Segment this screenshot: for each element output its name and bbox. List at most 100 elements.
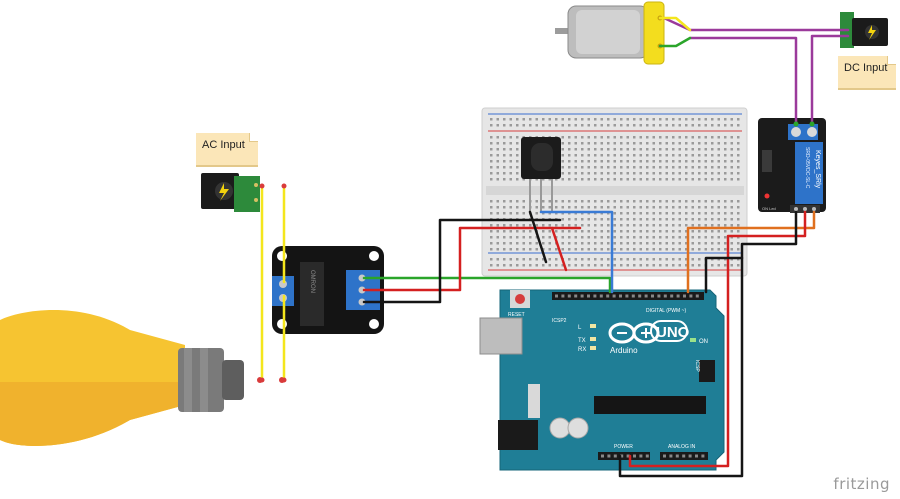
breadboard-hole bbox=[698, 154, 701, 157]
breadboard-hole bbox=[672, 218, 675, 221]
breadboard-hole bbox=[607, 236, 610, 239]
breadboard-hole bbox=[542, 248, 545, 251]
breadboard-hole bbox=[568, 160, 571, 163]
breadboard-hole bbox=[652, 166, 655, 169]
breadboard-hole bbox=[717, 242, 720, 245]
breadboard-hole bbox=[568, 136, 571, 139]
header-pin bbox=[633, 454, 636, 458]
breadboard-hole bbox=[548, 118, 551, 121]
breadboard-hole bbox=[548, 230, 551, 233]
breadboard-hole bbox=[496, 136, 499, 139]
breadboard-hole bbox=[730, 166, 733, 169]
breadboard-hole bbox=[665, 248, 668, 251]
breadboard-hole bbox=[613, 248, 616, 251]
breadboard-hole bbox=[561, 172, 564, 175]
breadboard-hole bbox=[659, 160, 662, 163]
breadboard-hole bbox=[678, 160, 681, 163]
ac-input-label: AC Input bbox=[202, 139, 245, 151]
breadboard-hole bbox=[568, 206, 571, 209]
breadboard-hole bbox=[730, 218, 733, 221]
header-pin bbox=[613, 454, 617, 458]
breadboard-hole bbox=[724, 264, 727, 267]
breadboard-hole bbox=[724, 242, 727, 245]
breadboard-hole bbox=[587, 166, 590, 169]
breadboard-hole bbox=[646, 264, 649, 267]
breadboard-hole bbox=[626, 166, 629, 169]
breadboard-hole bbox=[490, 206, 493, 209]
breadboard-hole bbox=[607, 206, 610, 209]
breadboard-hole bbox=[639, 172, 642, 175]
breadboard-hole bbox=[698, 166, 701, 169]
breadboard-hole bbox=[711, 124, 714, 127]
breadboard-hole bbox=[568, 264, 571, 267]
breadboard-hole bbox=[607, 124, 610, 127]
breadboard-hole bbox=[490, 160, 493, 163]
header-pin bbox=[682, 454, 686, 458]
breadboard-hole bbox=[613, 178, 616, 181]
ac-input-note: AC Input bbox=[196, 133, 258, 167]
breadboard-hole bbox=[672, 136, 675, 139]
wire-purple-3 bbox=[810, 34, 850, 126]
breadboard-hole bbox=[724, 206, 727, 209]
breadboard-hole bbox=[607, 136, 610, 139]
header-pin bbox=[606, 294, 610, 298]
breadboard-hole bbox=[542, 230, 545, 233]
breadboard-hole bbox=[568, 172, 571, 175]
breadboard-hole bbox=[659, 236, 662, 239]
header-pin bbox=[638, 294, 642, 298]
breadboard-hole bbox=[594, 142, 597, 145]
breadboard-hole bbox=[516, 148, 519, 151]
breadboard-hole bbox=[717, 154, 720, 157]
breadboard-hole bbox=[717, 142, 720, 145]
breadboard-hole bbox=[646, 172, 649, 175]
breadboard-hole bbox=[555, 230, 558, 233]
breadboard-hole bbox=[542, 118, 545, 121]
breadboard-hole bbox=[730, 230, 733, 233]
breadboard-hole bbox=[561, 166, 564, 169]
breadboard-hole bbox=[516, 206, 519, 209]
breadboard-hole bbox=[620, 212, 623, 215]
breadboard-hole bbox=[691, 242, 694, 245]
breadboard-hole bbox=[633, 218, 636, 221]
breadboard-hole bbox=[613, 142, 616, 145]
breadboard-hole bbox=[568, 178, 571, 181]
breadboard-hole bbox=[704, 142, 707, 145]
breadboard-hole bbox=[652, 224, 655, 227]
breadboard-hole bbox=[724, 166, 727, 169]
breadboard-hole bbox=[600, 242, 603, 245]
breadboard-hole bbox=[626, 154, 629, 157]
breadboard-hole bbox=[503, 142, 506, 145]
breadboard-hole bbox=[561, 236, 564, 239]
breadboard-hole bbox=[581, 118, 584, 121]
breadboard-hole bbox=[678, 154, 681, 157]
breadboard-hole bbox=[659, 124, 662, 127]
breadboard-hole bbox=[678, 242, 681, 245]
header-pin bbox=[601, 454, 604, 458]
breadboard-hole bbox=[626, 160, 629, 163]
breadboard-hole bbox=[672, 236, 675, 239]
breadboard-hole bbox=[594, 118, 597, 121]
breadboard-hole bbox=[626, 118, 629, 121]
breadboard-hole bbox=[691, 136, 694, 139]
breadboard-hole bbox=[607, 218, 610, 221]
breadboard-hole bbox=[639, 124, 642, 127]
breadboard-hole bbox=[613, 124, 616, 127]
breadboard-hole bbox=[665, 258, 668, 261]
breadboard-hole bbox=[587, 206, 590, 209]
breadboard-hole bbox=[600, 124, 603, 127]
breadboard-hole bbox=[737, 136, 740, 139]
breadboard-hole bbox=[685, 136, 688, 139]
header-pin bbox=[701, 454, 705, 458]
solid-state-relay-module: OMRON bbox=[272, 246, 384, 334]
breadboard-hole bbox=[535, 206, 538, 209]
breadboard-hole bbox=[698, 160, 701, 163]
breadboard-hole bbox=[685, 236, 688, 239]
breadboard-hole bbox=[600, 160, 603, 163]
breadboard-hole bbox=[561, 178, 564, 181]
breadboard-hole bbox=[496, 212, 499, 215]
breadboard-hole bbox=[613, 212, 616, 215]
header-pin bbox=[620, 454, 624, 458]
breadboard-hole bbox=[737, 200, 740, 203]
breadboard-hole bbox=[737, 206, 740, 209]
